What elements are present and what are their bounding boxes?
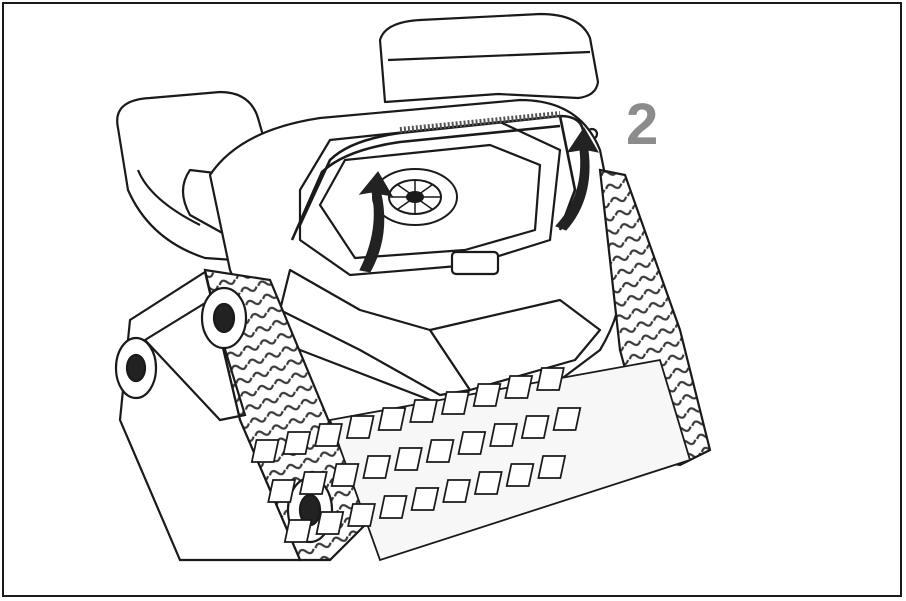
filter-vent bbox=[372, 168, 458, 226]
carry-bar bbox=[290, 111, 585, 241]
left-tread bbox=[118, 268, 372, 562]
front-brush bbox=[250, 358, 692, 562]
step-number-label: 2 bbox=[626, 92, 659, 157]
right-handle bbox=[378, 12, 600, 141]
cleaner-body bbox=[208, 98, 624, 420]
curved-arrow-up-icon bbox=[358, 171, 393, 273]
curved-arrow-up-icon bbox=[555, 127, 599, 231]
